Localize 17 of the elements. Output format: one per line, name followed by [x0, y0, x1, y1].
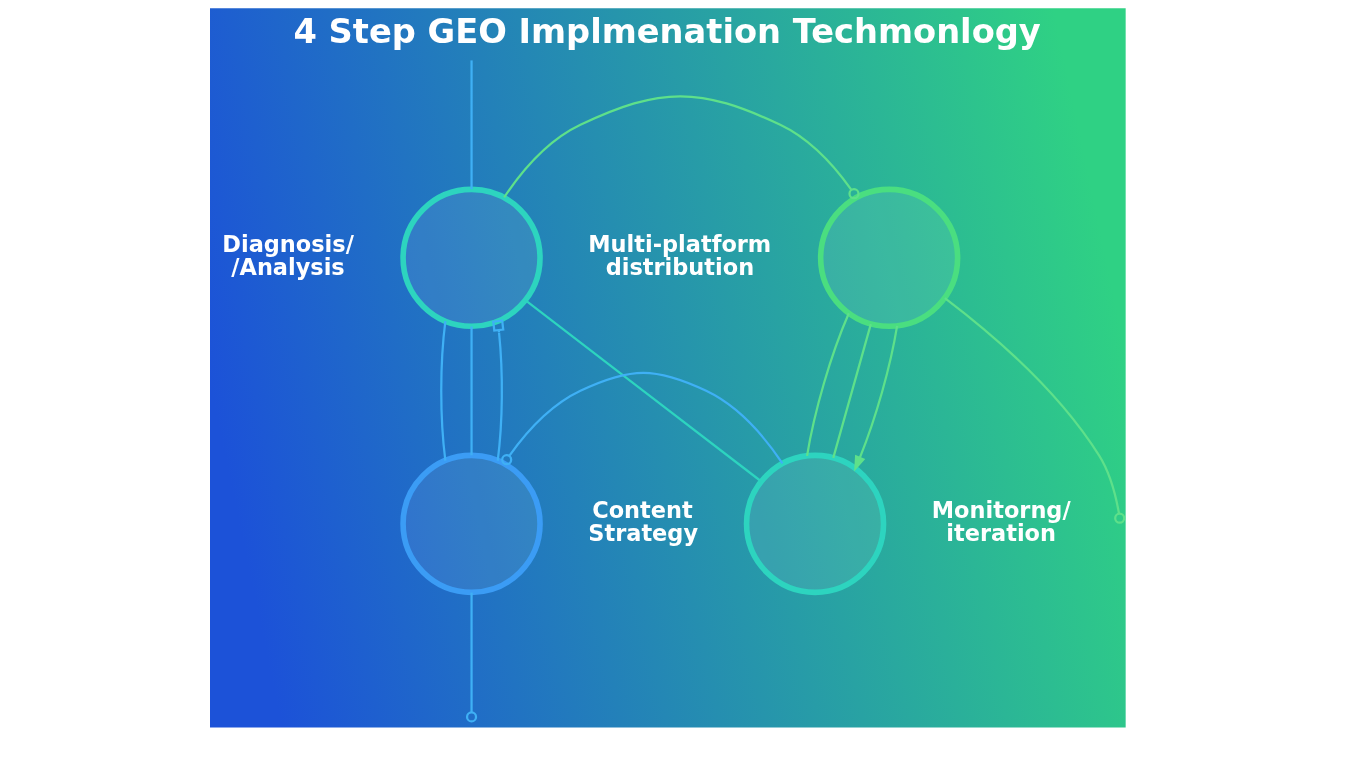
connector [501, 371, 784, 466]
connector [944, 297, 1121, 514]
node-label: Multi-platform distribution [588, 231, 772, 280]
node-label: Monitorng/ iteration [931, 497, 1071, 546]
node-label: Diagnosis/ /Analysis [222, 231, 354, 280]
diagram-title: 4 Step GEO Implmenation Techmonlogy [293, 11, 1041, 51]
connector [503, 95, 860, 200]
connector [440, 321, 447, 461]
connector [470, 592, 473, 713]
connector [470, 326, 473, 456]
connector [832, 323, 872, 459]
arrow [854, 325, 899, 472]
connector [805, 312, 850, 457]
connector [524, 299, 762, 483]
node-label: Content Strategy [588, 497, 699, 546]
connector [470, 60, 473, 190]
connector [492, 319, 505, 461]
